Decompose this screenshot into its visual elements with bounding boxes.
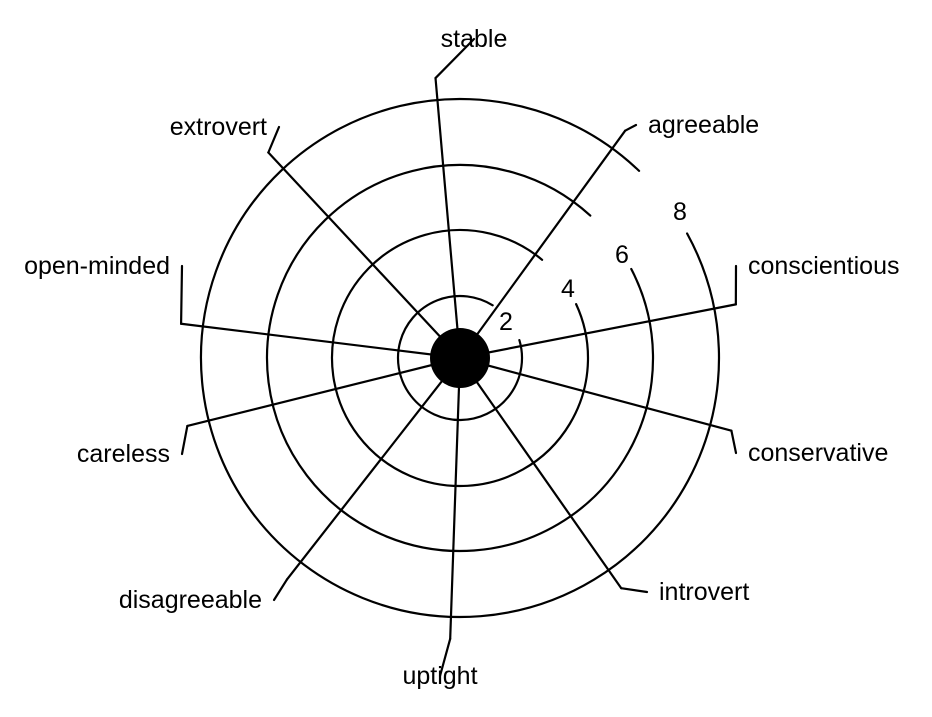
axis-label-introvert: introvert (659, 578, 749, 606)
grid-ring-6 (265, 163, 655, 553)
spoke-conservative (458, 356, 733, 432)
grid-ring-4 (330, 228, 590, 488)
leader-extrovert (267, 125, 281, 154)
axis-label-agreeable: agreeable (648, 111, 759, 139)
center-marker (430, 328, 490, 388)
radial-tick-4: 4 (561, 275, 575, 303)
leader-conservative (730, 429, 738, 455)
spoke-agreeable (458, 129, 627, 360)
spoke-stable (434, 76, 462, 360)
spoke-uptight (449, 356, 462, 640)
radial-tick-8: 8 (673, 198, 687, 226)
leader-agreeable (624, 123, 638, 132)
leader-disagreeable (272, 578, 289, 602)
axis-label-conscientious: conscientious (748, 252, 899, 280)
radial-tick-labels: 2 4 6 8 (499, 198, 687, 336)
spoke-open-minded (179, 322, 462, 360)
axis-label-extrovert: extrovert (170, 113, 267, 141)
axis-label-conservative: conservative (748, 439, 888, 467)
axis-label-uptight: uptight (402, 662, 477, 690)
spoke-conscientious (458, 303, 737, 360)
axis-label-stable: stable (441, 25, 508, 53)
leader-careless (180, 424, 189, 456)
spoke-careless (186, 356, 462, 428)
grid-ring-2 (396, 294, 524, 422)
leader-stable (434, 37, 476, 80)
axis-labels: stable agreeable conscientious conservative… (24, 25, 899, 690)
radial-tick-2: 2 (499, 308, 513, 336)
radial-tick-6: 6 (615, 241, 629, 269)
spoke-extrovert (267, 151, 462, 360)
axis-label-open-minded: open-minded (24, 252, 170, 280)
leader-introvert (620, 587, 649, 594)
leader-open-minded (179, 264, 184, 325)
grid-rings (199, 97, 721, 619)
axis-label-disagreeable: disagreeable (119, 586, 262, 614)
leader-uptight (438, 637, 452, 678)
grid-ring-8 (199, 97, 721, 619)
axis-spokes (179, 76, 737, 640)
axis-leader-lines (179, 37, 738, 678)
spoke-disagreeable (285, 356, 462, 581)
axis-label-careless: careless (77, 440, 170, 468)
spoke-introvert (458, 356, 623, 590)
